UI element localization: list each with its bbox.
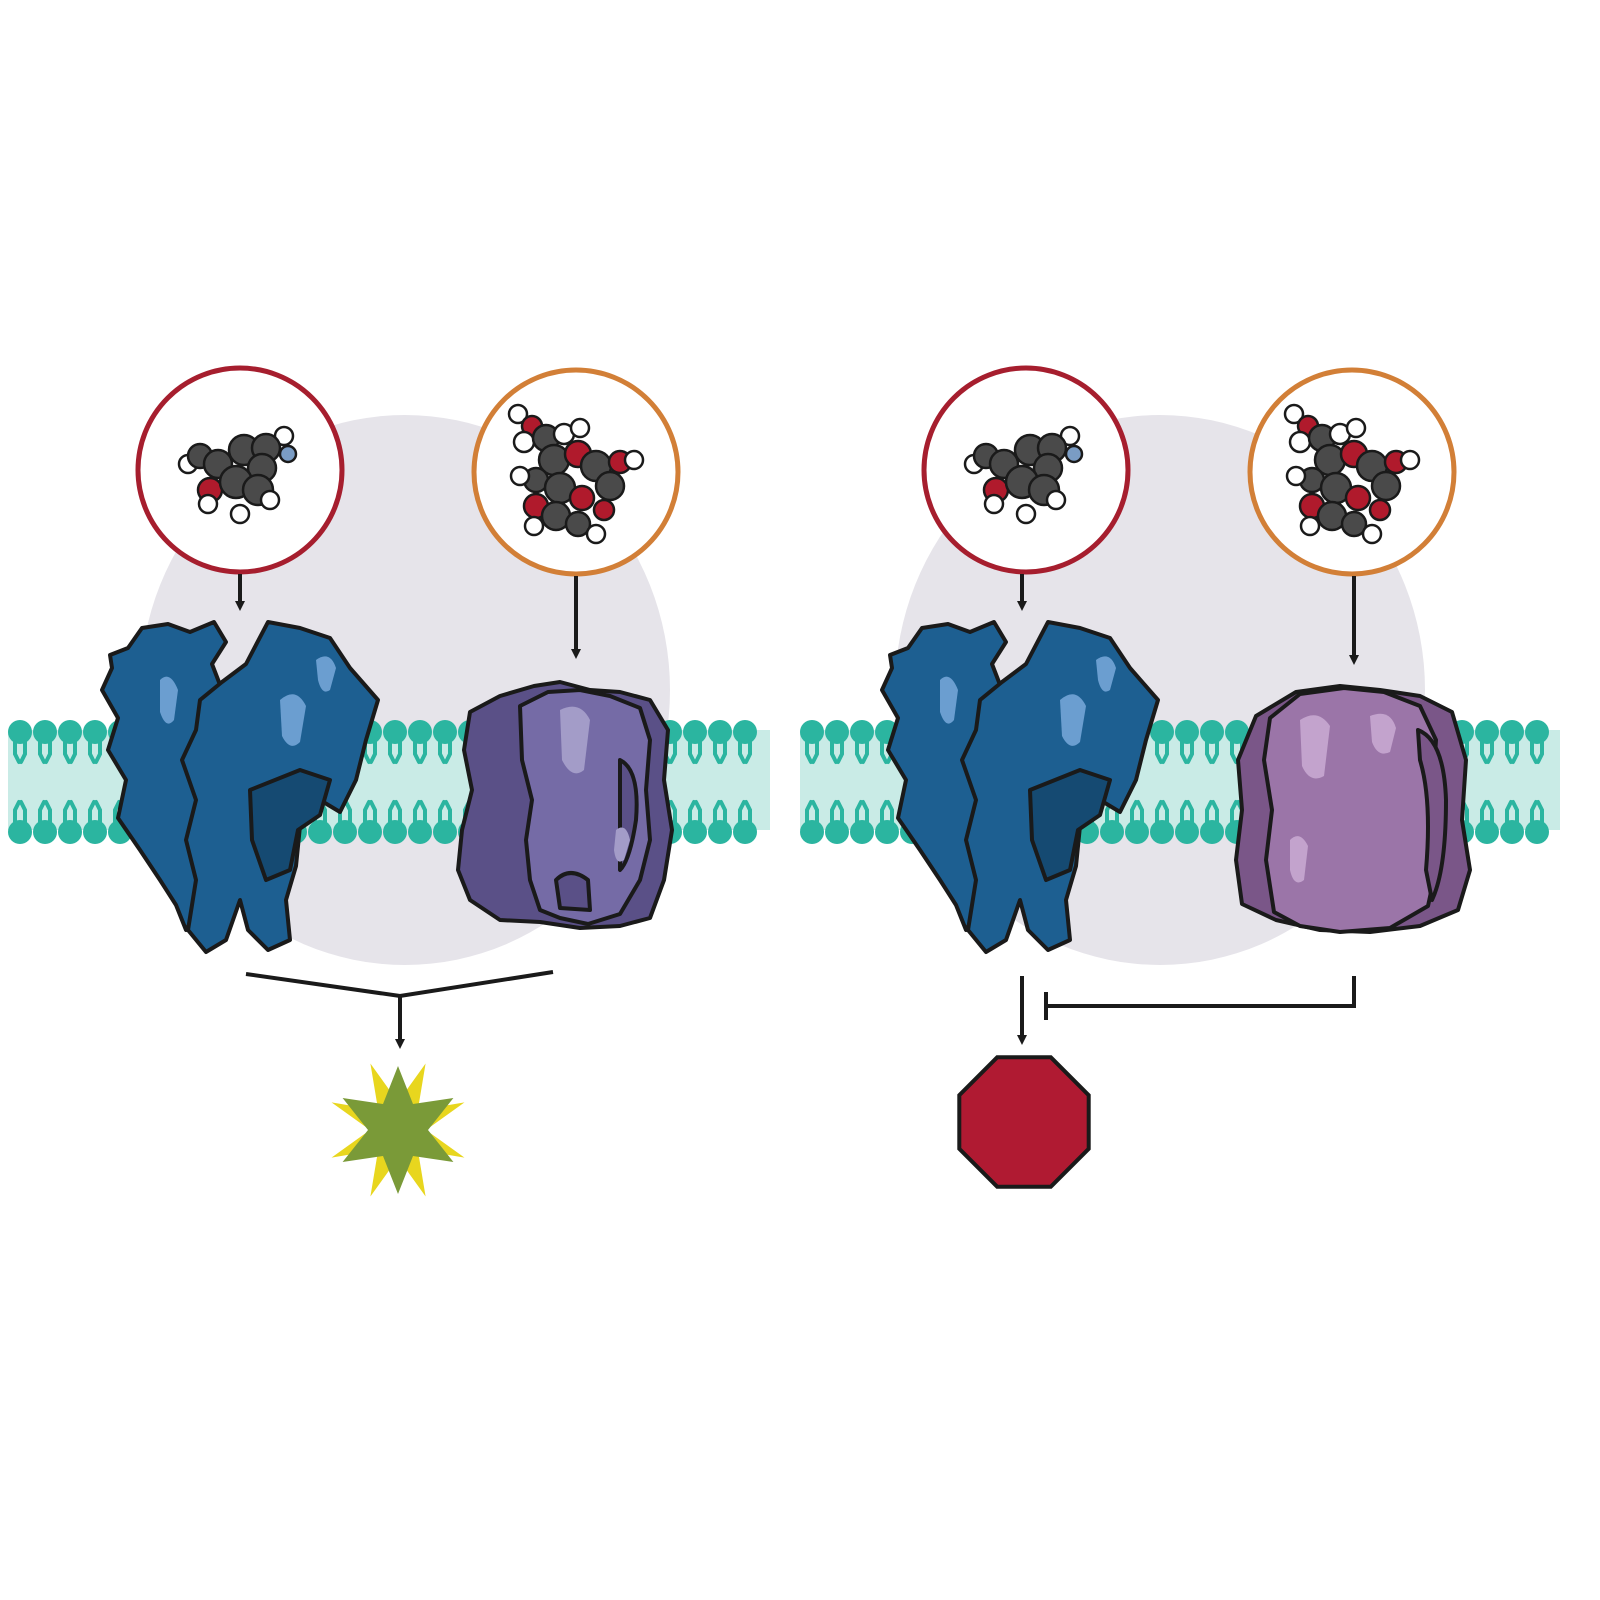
lipid bbox=[1200, 720, 1224, 764]
lipid bbox=[58, 800, 82, 844]
lipid bbox=[708, 800, 732, 844]
molecule-icon bbox=[1283, 403, 1421, 545]
ligand-ring-orange bbox=[1247, 367, 1457, 577]
blue-receptor-dimer bbox=[880, 620, 1160, 954]
converging-arrows bbox=[245, 970, 554, 999]
octagon-shape bbox=[957, 1055, 1091, 1189]
ligand-ring-orange bbox=[471, 367, 681, 577]
ligand-ring-red bbox=[135, 365, 345, 575]
lipid bbox=[358, 800, 382, 844]
lipid bbox=[8, 800, 32, 844]
lipid bbox=[733, 800, 757, 844]
lipid bbox=[8, 720, 32, 764]
lipid bbox=[383, 720, 407, 764]
inhibition-bar bbox=[1048, 976, 1356, 1008]
lipid bbox=[1475, 800, 1499, 844]
pink-transporter bbox=[1234, 684, 1472, 934]
lipid bbox=[1150, 720, 1174, 764]
lipid bbox=[733, 720, 757, 764]
lipid bbox=[800, 800, 824, 844]
panel-left bbox=[100, 365, 681, 1197]
lipid bbox=[383, 800, 407, 844]
star-burst-icon bbox=[331, 1063, 465, 1197]
lipid bbox=[850, 800, 874, 844]
lipid bbox=[33, 800, 57, 844]
lipid bbox=[58, 720, 82, 764]
star-inner bbox=[342, 1066, 454, 1194]
lipid bbox=[1200, 800, 1224, 844]
molecule-icon bbox=[507, 403, 645, 545]
lipid bbox=[433, 720, 457, 764]
violet-transporter bbox=[456, 680, 674, 930]
lipid bbox=[408, 800, 432, 844]
lipid bbox=[875, 800, 899, 844]
lipid bbox=[408, 720, 432, 764]
lipid bbox=[1525, 720, 1549, 764]
lipid bbox=[1500, 720, 1524, 764]
molecule-icon bbox=[963, 425, 1084, 525]
lipid bbox=[1125, 800, 1149, 844]
lipid bbox=[83, 720, 107, 764]
ligand-ring-red bbox=[921, 365, 1131, 575]
lipid bbox=[825, 800, 849, 844]
lipid bbox=[1175, 720, 1199, 764]
lipid bbox=[850, 720, 874, 764]
lipid bbox=[83, 800, 107, 844]
lipid bbox=[1500, 800, 1524, 844]
lipid bbox=[683, 720, 707, 764]
lipid bbox=[1475, 720, 1499, 764]
blue-receptor-dimer bbox=[100, 620, 380, 954]
stop-octagon-icon bbox=[957, 1055, 1091, 1189]
lipid bbox=[800, 720, 824, 764]
lipid bbox=[33, 720, 57, 764]
lipid bbox=[1525, 800, 1549, 844]
lipid bbox=[433, 800, 457, 844]
lipid bbox=[825, 720, 849, 764]
lipid bbox=[683, 800, 707, 844]
lipid bbox=[1150, 800, 1174, 844]
panel-right bbox=[880, 365, 1472, 1189]
molecule-icon bbox=[177, 425, 298, 525]
lipid bbox=[708, 720, 732, 764]
lipid bbox=[1175, 800, 1199, 844]
